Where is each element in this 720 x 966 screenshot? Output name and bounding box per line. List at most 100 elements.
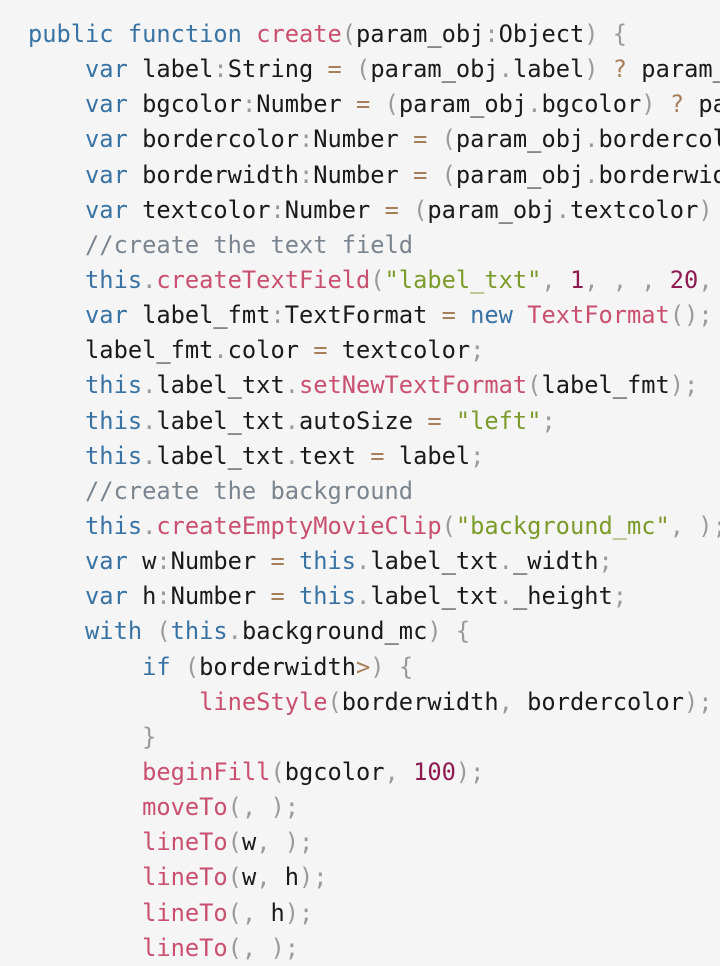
code-line: this.label_txt.setNewTextFormat(label_fm… [28,368,720,403]
text-token [285,547,299,575]
text-token [28,688,199,716]
keyword-token: this [299,582,356,610]
code-line: public function create(param_obj:Object)… [28,17,720,52]
operator-token: ? [613,55,627,83]
punctuation-token: ); [285,899,314,927]
punctuation-token: : [299,125,313,153]
punctuation-token: ( [156,617,170,645]
punctuation-token: ( [356,55,370,83]
punctuation-token: ( [328,688,342,716]
operator-token: = [313,336,327,364]
punctuation-token: ) [427,617,441,645]
punctuation-token: ( [370,266,384,294]
keyword-token: var [85,161,128,189]
text-token: _height [513,582,613,610]
operator-token: = [270,582,284,610]
text-token [656,90,670,118]
punctuation-token: , [256,863,285,891]
text-token: textcolor [328,336,471,364]
text-token [28,934,142,962]
punctuation-token: } [142,723,156,751]
function-token: createTextField [156,266,370,294]
code-line: if (borderwidth>) { [28,650,720,685]
punctuation-token: . [584,161,598,189]
keyword-token: this [85,442,142,470]
text-token [28,793,142,821]
punctuation-token: , ); [670,512,720,540]
keyword-token: this [85,512,142,540]
code-line: lineStyle(borderwidth, bordercolor); [28,685,720,720]
text-token [28,161,85,189]
text-token: borderwidt [599,161,720,189]
text-token: label_txt [156,407,284,435]
code-line: with (this.background_mc) { [28,614,720,649]
comment-token: //create the text field [85,231,413,259]
punctuation-token: ( [385,90,399,118]
operator-token: = [328,55,342,83]
text-token: text [299,442,370,470]
code-line: //create the background [28,474,720,509]
text-token [370,90,384,118]
text-token: label [513,55,584,83]
text-token [28,512,85,540]
text-token: background_mc [242,617,427,645]
operator-token: = [370,442,384,470]
keyword-token: var [85,90,128,118]
keyword-token: var [85,55,128,83]
function-token: createEmptyMovieClip [156,512,441,540]
keyword-token: this [85,266,142,294]
operator-token: = [385,196,399,224]
code-line: //create the text field [28,228,720,263]
punctuation-token: (, ); [228,934,299,962]
text-token [456,301,470,329]
operator-token: = [413,161,427,189]
code-line: label_fmt.color = textcolor; [28,333,720,368]
text-token: bgcolor [541,90,641,118]
text-token [427,125,441,153]
keyword-token: this [85,407,142,435]
text-token [28,125,85,153]
punctuation-token: ) [584,55,598,83]
string-token: "background_mc" [456,512,670,540]
punctuation-token: . [285,407,299,435]
punctuation-token: . [556,196,570,224]
punctuation-token: ( [228,863,242,891]
text-token [28,266,85,294]
text-token [599,20,613,48]
text-token: bgcolor [128,90,242,118]
text-token [399,196,413,224]
code-line: var borderwidth:Number = (param_obj.bord… [28,158,720,193]
punctuation-token: . [527,90,541,118]
code-line: beginFill(bgcolor, 100); [28,755,720,790]
text-token [28,758,142,786]
punctuation-token: ; [599,547,613,575]
punctuation-token: ) [641,90,655,118]
punctuation-token: { [399,653,413,681]
punctuation-token: : [270,301,284,329]
text-token [28,723,142,751]
function-token: create [256,20,342,48]
punctuation-token: { [456,617,470,645]
text-token [427,161,441,189]
operator-token: ? [670,90,684,118]
function-token: TextFormat [527,301,670,329]
code-line: this.label_txt.text = label; [28,439,720,474]
punctuation-token: . [499,547,513,575]
text-token: label_txt [156,371,284,399]
punctuation-token: ; [541,407,555,435]
code-line: var w:Number = this.label_txt._width; [28,544,720,579]
function-token: setNewTextFormat [299,371,527,399]
function-token: lineTo [142,863,228,891]
punctuation-token: ( [442,512,456,540]
keyword-token: var [85,196,128,224]
text-token: label_txt [370,582,498,610]
text-token [442,617,456,645]
function-token: moveTo [142,793,228,821]
text-token [114,20,128,48]
punctuation-token: ) [370,653,384,681]
code-line: var label_fmt:TextFormat = new TextForma… [28,298,720,333]
text-token [28,55,85,83]
punctuation-token: . [142,266,156,294]
code-line: moveTo(, ); [28,790,720,825]
function-token: lineTo [142,828,228,856]
